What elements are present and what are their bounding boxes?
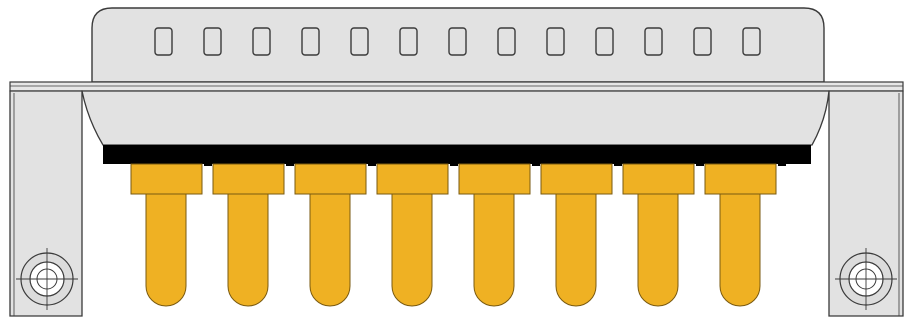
upper-pin-cavity [154,27,173,56]
pin [294,158,376,307]
pin [212,158,294,307]
pin-shaft [473,189,515,307]
insulator-notch [614,158,622,166]
pin-collar [212,163,285,195]
pin-shaft [227,189,269,307]
insulator-block [103,145,811,164]
upper-pin-cavity [693,27,712,56]
upper-pin-cavity [644,27,663,56]
mounting-flange [9,81,904,92]
upper-pin-cavity [252,27,271,56]
insulator-notch [532,158,540,166]
pin-collar [130,163,203,195]
pin-shaft [309,189,351,307]
insulator-notch [778,158,786,166]
pin-shaft [391,189,433,307]
connector-shell-top [91,7,825,83]
upper-pin-cavity [203,27,222,56]
pin-collar [458,163,531,195]
upper-pin-cavity [546,27,565,56]
mounting-holes [16,248,897,310]
insulator-notch [368,158,376,166]
insulator-notch [696,158,704,166]
right-mounting-bracket [828,90,904,317]
pin-shaft [145,189,187,307]
pin-shaft [555,189,597,307]
mounting-hole [835,248,897,310]
pin-shaft [637,189,679,307]
mounting-hole [16,248,78,310]
pin [130,158,212,307]
upper-pin-cavity [301,27,320,56]
insulator-notch [204,158,212,166]
pin-collar [622,163,695,195]
upper-pin-cavity [350,27,369,56]
upper-pin-cavity [399,27,418,56]
pin-collar [540,163,613,195]
upper-pin-cavity [448,27,467,56]
pin [540,158,622,307]
pin [458,158,540,307]
pin [376,158,458,307]
pin-shaft [719,189,761,307]
upper-pin-cavity [742,27,761,56]
upper-pin-cavities [154,27,761,56]
connector-body-lower [81,90,830,146]
upper-pin-cavity [497,27,516,56]
upper-pin-cavity [595,27,614,56]
pin-collar [704,163,777,195]
pin [704,158,786,307]
pin-collar [376,163,449,195]
pin-collar [294,163,367,195]
lower-pins [130,158,786,307]
insulator-notch [286,158,294,166]
insulator-notch [450,158,458,166]
pin [622,158,704,307]
